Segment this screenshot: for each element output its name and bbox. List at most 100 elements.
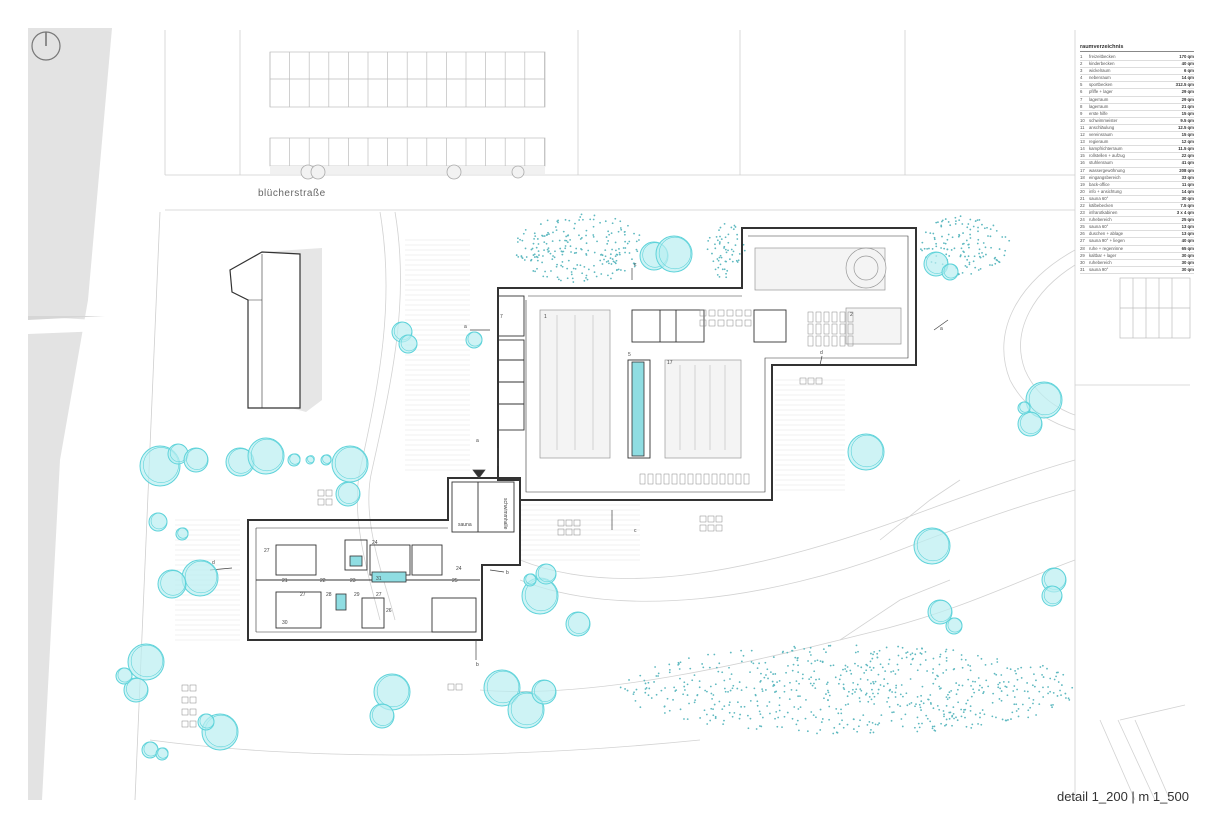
planting-dot (828, 694, 831, 697)
planting-dot (944, 218, 947, 220)
lounger (727, 473, 734, 485)
planting-dot (919, 663, 922, 666)
lounger (726, 319, 734, 327)
tree-canopy (250, 438, 284, 472)
planting-dot (740, 705, 743, 708)
planting-dot (635, 688, 638, 691)
planting-dot (843, 688, 846, 691)
planting-dot (644, 691, 647, 694)
planting-dot (948, 696, 951, 699)
planting-dot (977, 226, 979, 229)
planting-dot (905, 692, 908, 695)
planting-dot (688, 702, 690, 705)
planting-dot (845, 670, 848, 673)
planting-dot (856, 730, 859, 733)
room-number: 1 (544, 314, 547, 320)
planting-dot (967, 255, 970, 258)
legend-label: sauna 60° (1089, 195, 1109, 201)
planting-dot (942, 672, 945, 674)
planting-dot (1033, 673, 1035, 676)
planting-dot (517, 255, 520, 258)
planting-dot (938, 663, 941, 666)
tree (531, 679, 557, 705)
planting-dot (730, 673, 733, 676)
planting-dot (620, 228, 623, 231)
planting-dot (668, 663, 671, 666)
planting-dot (618, 248, 620, 250)
planting-dot (842, 668, 844, 671)
planting-dot (963, 708, 965, 711)
planting-dot (668, 671, 671, 674)
legend-label: sauna 60° (1089, 224, 1109, 230)
planting-dot (655, 675, 658, 677)
lounger (189, 720, 197, 728)
planting-dot (730, 226, 733, 229)
planting-dot (570, 251, 572, 253)
planting-dot (869, 660, 872, 663)
legend-label: stuhlenraum (1089, 160, 1113, 166)
planting-dot (785, 671, 787, 674)
planting-dot (1011, 711, 1014, 714)
legend-label: infrarotkabinen (1089, 210, 1118, 216)
planting-dot (624, 251, 626, 254)
planting-dot (969, 709, 972, 712)
legend-number: 24 (1080, 217, 1085, 223)
planting-dot (837, 712, 840, 715)
planting-dot (892, 711, 895, 714)
planting-dot (834, 676, 837, 679)
planting-dot (933, 238, 936, 241)
planting-dot (753, 687, 756, 690)
planting-dot (840, 712, 843, 715)
planting-dot (599, 259, 602, 262)
tree-canopy (534, 680, 556, 702)
planting-dot (728, 258, 731, 261)
planting-dot (731, 715, 734, 718)
planting-dot (632, 693, 635, 696)
planting-dot (951, 715, 953, 718)
planting-dot (541, 234, 543, 237)
planting-dot (955, 220, 957, 223)
planting-dot (796, 719, 799, 722)
section-letter: a (476, 438, 479, 444)
planting-dot (829, 644, 832, 647)
lounger (655, 473, 662, 485)
planting-dot (938, 708, 941, 711)
planting-dot (539, 223, 542, 225)
planting-dot (999, 687, 1002, 690)
legend-number: 26 (1080, 231, 1085, 237)
planting-dot (964, 658, 967, 661)
planting-dot (862, 714, 865, 717)
planting-dot (663, 712, 666, 714)
planting-dot (635, 240, 638, 243)
planting-dot (974, 266, 977, 269)
planting-dot (847, 690, 850, 693)
planting-dot (916, 730, 919, 733)
planting-dot (538, 254, 540, 256)
planting-dot (897, 645, 900, 648)
planting-dot (534, 270, 536, 273)
planting-dot (566, 277, 569, 280)
planting-dot (718, 662, 721, 665)
planting-dot (807, 660, 809, 662)
planting-dot (869, 666, 871, 669)
planting-dot (536, 256, 539, 259)
planting-dot (973, 255, 976, 258)
planting-dot (846, 723, 849, 726)
planting-dot (970, 695, 973, 698)
planting-dot (886, 682, 889, 685)
planting-dot (921, 647, 923, 650)
planting-dot (633, 262, 635, 265)
planting-dot (980, 723, 983, 726)
lounger (711, 473, 718, 485)
tree (157, 569, 187, 599)
planting-dot (714, 715, 717, 718)
planting-dot (724, 248, 727, 251)
lounger (565, 519, 573, 527)
legend-area: 14 qm (1181, 188, 1194, 194)
planting-dot (564, 247, 567, 250)
planting-dot (787, 664, 789, 667)
